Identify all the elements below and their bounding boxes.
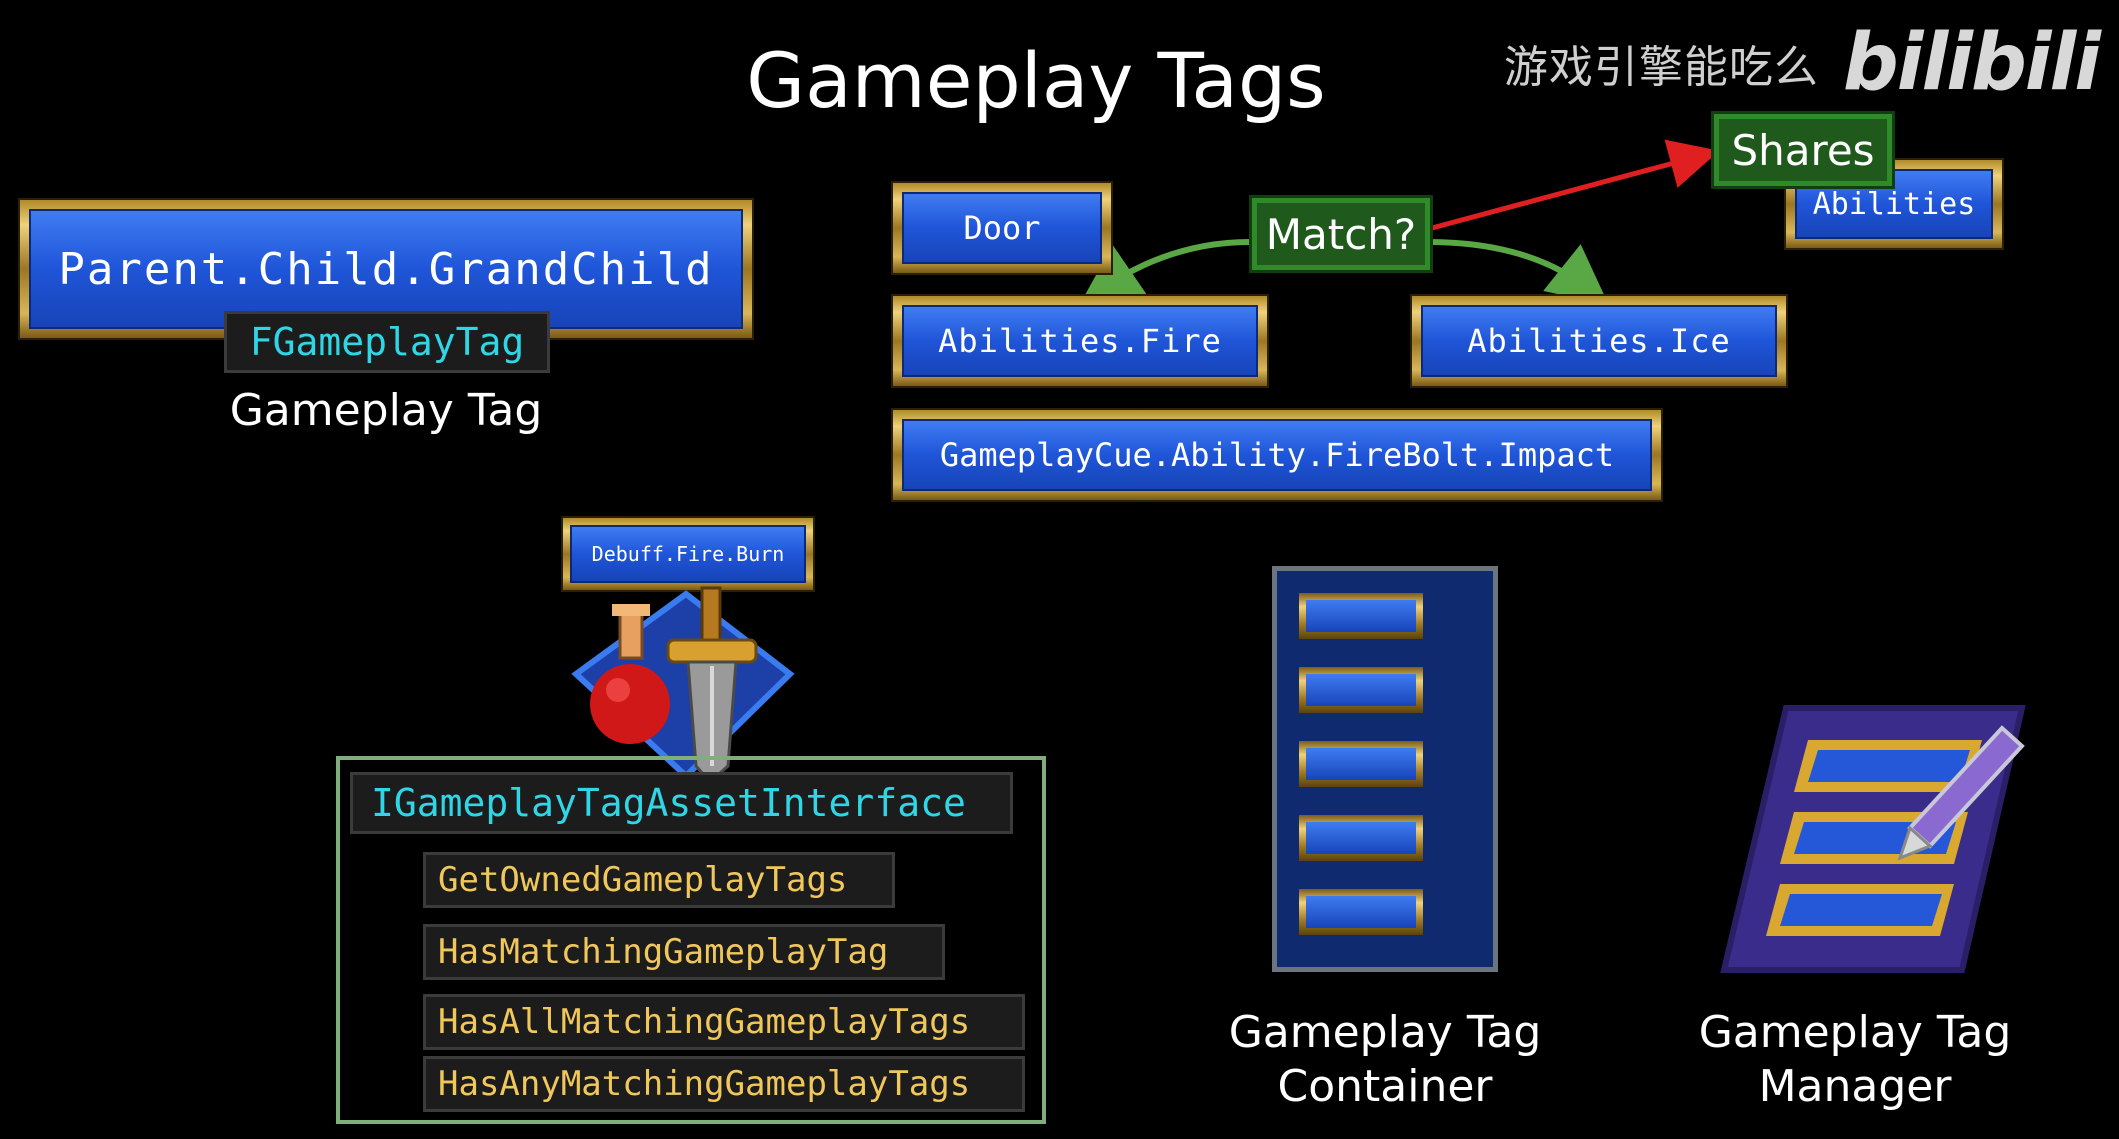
page-title: Gameplay Tags <box>746 36 1326 125</box>
tag-abilities-ice-text: Abilities.Ice <box>1421 305 1777 377</box>
pen-icon <box>1897 725 2025 861</box>
tag-abilities-ice: Abilities.Ice <box>1412 296 1786 386</box>
bilibili-logo: bilibili <box>1842 18 2101 108</box>
tag-debuff-text: Debuff.Fire.Burn <box>570 525 806 583</box>
tag-debuff-fire-burn: Debuff.Fire.Burn <box>563 518 813 590</box>
interface-panel <box>336 756 1046 1124</box>
container-slot <box>1299 889 1423 935</box>
interface-name: IGameplayTagAssetInterface <box>350 772 1013 834</box>
method-has-matching: HasMatchingGameplayTag <box>423 924 945 980</box>
container-slot <box>1299 741 1423 787</box>
manager-caption-line2: Manager <box>1758 1061 1952 1112</box>
method-has-all-matching: HasAllMatchingGameplayTags <box>423 994 1025 1050</box>
tag-door: Door <box>893 183 1111 273</box>
tag-gameplaycue: GameplayCue.Ability.FireBolt.Impact <box>893 410 1661 500</box>
container-slot <box>1299 815 1423 861</box>
match-label: Match? <box>1252 198 1430 270</box>
arrow-to-ice <box>1427 239 1609 305</box>
container-caption-line1: Gameplay Tag <box>1228 1007 1542 1058</box>
parent-child-tag-text: Parent.Child.GrandChild <box>29 209 743 329</box>
arrow-to-fire <box>1080 239 1251 304</box>
container-slot <box>1299 667 1423 713</box>
watermark: 游戏引擎能吃么 bilibili <box>1503 18 2101 108</box>
tag-abilities-shared: Abilities <box>1786 160 2002 248</box>
manager-slot <box>1766 884 1954 936</box>
watermark-channel: 游戏引擎能吃么 <box>1503 42 1819 93</box>
method-has-any-matching: HasAnyMatchingGameplayTags <box>423 1056 1025 1112</box>
container-slot <box>1299 593 1423 639</box>
item-icon <box>571 586 795 785</box>
manager-slot <box>1794 740 1982 792</box>
container-caption-line2: Container <box>1277 1061 1493 1112</box>
arrow-to-shares <box>1431 139 1720 231</box>
tag-gameplaycue-text: GameplayCue.Ability.FireBolt.Impact <box>902 419 1652 491</box>
tag-abilities-fire: Abilities.Fire <box>893 296 1267 386</box>
potion-icon <box>590 604 670 744</box>
parent-child-tag: Parent.Child.GrandChild <box>20 200 752 338</box>
manager-caption-line1: Gameplay Tag <box>1698 1007 2012 1058</box>
tag-abilities-shared-text: Abilities <box>1795 169 1993 239</box>
method-get-owned: GetOwnedGameplayTags <box>423 852 895 908</box>
tag-door-text: Door <box>902 192 1102 264</box>
fgameplaytag-label: FGameplayTag <box>224 311 550 373</box>
tag-container-icon <box>1272 566 1498 972</box>
gameplay-tag-caption: Gameplay Tag <box>229 385 543 436</box>
tag-manager-icon <box>1720 705 2026 973</box>
shares-label: Shares <box>1714 114 1892 186</box>
tag-abilities-fire-text: Abilities.Fire <box>902 305 1258 377</box>
